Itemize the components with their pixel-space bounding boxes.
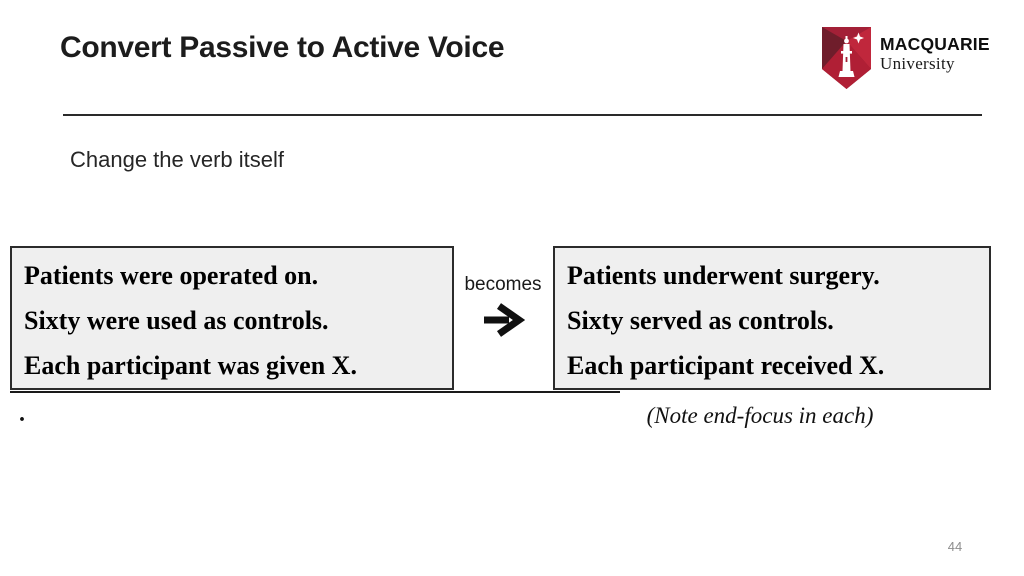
passive-line-2: Sixty were used as controls. [24,306,329,335]
passive-line-3: Each participant was given X. [24,351,357,380]
title-divider [63,114,982,116]
active-line-3: Each participant received X. [567,351,885,380]
slide-title: Convert Passive to Active Voice [60,31,505,64]
active-line-1: Patients underwent surgery. [567,261,880,290]
passive-examples-box: Patients were operated on. Sixty were us… [10,246,454,390]
right-arrow-icon [455,302,551,343]
logo-wordmark: MACQUARIE University [880,34,990,74]
macquarie-shield-icon [822,27,871,94]
passive-line-1: Patients were operated on. [24,261,319,290]
logo-wordmark-primary: MACQUARIE [880,34,990,54]
page-number: 44 [947,539,963,554]
macquarie-logo: MACQUARIE University [822,27,1012,91]
active-line-2: Sixty served as controls. [567,306,834,335]
end-focus-note: (Note end-focus in each) [646,403,874,428]
stray-period: . [19,401,25,427]
becomes-connector: becomes [455,274,551,343]
subtitle: Change the verb itself [70,147,285,172]
active-examples-box: Patients underwent surgery. Sixty served… [553,246,991,390]
becomes-label: becomes [464,274,542,295]
baseline-rule [10,391,620,393]
logo-wordmark-secondary: University [880,54,955,73]
